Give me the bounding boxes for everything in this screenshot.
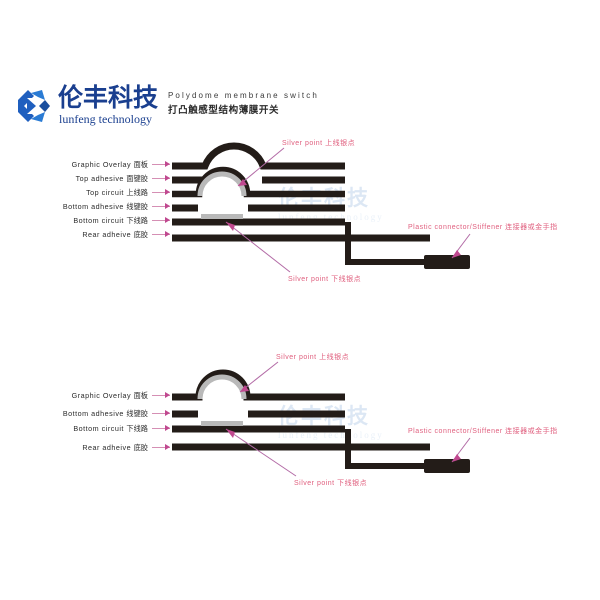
note-leader-silver-top <box>237 147 285 187</box>
label-graphic-overlay-1: Graphic Overlay 面板 <box>0 160 148 170</box>
label-graphic-overlay-2: Graphic Overlay 面板 <box>0 391 148 401</box>
plastic-connector-block <box>424 255 470 269</box>
logo-text-cn: 伦丰科技 <box>58 83 159 112</box>
layer-graphic-overlay-path-2 <box>172 369 345 401</box>
watermark-text-en: lunfeng technology <box>278 212 384 222</box>
label-bottom-adhesive-2: Bottom adhesive 线键胶 <box>0 409 148 419</box>
label-cn: 线键胶 <box>126 409 148 418</box>
header-title-en: Polydome membrane switch <box>168 91 319 100</box>
note-leader-silver-bottom <box>225 221 291 273</box>
label-en: Bottom circuit <box>73 424 124 433</box>
label-en: Rear adheive <box>82 230 132 239</box>
label-top-adhesive-1: Top adhesive 面键胶 <box>0 174 148 184</box>
label-rear-adhesive-1: Rear adheive 底胶 <box>0 230 148 240</box>
silver-point-bottom-pad <box>201 214 243 219</box>
label-top-circuit-1: Top circuit 上线路 <box>0 188 148 198</box>
logo-text-en: lunfeng technology <box>59 112 152 126</box>
leader-line-4 <box>152 206 170 207</box>
leader-line-2 <box>152 178 170 179</box>
note-arrow-silver-bottom-2 <box>226 429 235 438</box>
layer-bottom-circuit-tail-2 <box>345 429 430 469</box>
leader-arrow-2 <box>165 175 170 181</box>
label-bottom-circuit-1: Bottom circuit 下线路 <box>0 216 148 226</box>
note-arrow-connector-2 <box>452 454 461 462</box>
label-cn: 下线路 <box>126 216 148 225</box>
leader-arrow-5 <box>165 217 170 223</box>
note-silver-point-top-1: Silver point 上线银点 <box>282 140 356 147</box>
note-leader-silver-bottom-2 <box>225 428 297 477</box>
label-bottom-circuit-2: Bottom circuit 下线路 <box>0 424 148 434</box>
note-arrow-silver-top-2 <box>240 385 249 392</box>
label-en: Graphic Overlay <box>71 160 132 169</box>
company-logo: 伦丰科技 lunfeng technology <box>14 84 164 130</box>
leader-line-1 <box>152 164 170 165</box>
leader-line-6 <box>152 234 170 235</box>
leader-line-10 <box>152 447 170 448</box>
note-arrow-silver-top <box>238 179 247 186</box>
label-cn: 面板 <box>133 391 148 400</box>
leader-line-7 <box>152 395 170 396</box>
leader-arrow-7 <box>165 392 170 398</box>
watermark-text-en: lunfeng technology <box>278 430 384 440</box>
leader-arrow-3 <box>165 189 170 195</box>
leader-line-3 <box>152 192 170 193</box>
label-cn: 线键胶 <box>126 202 148 211</box>
silver-point-top-arc-2 <box>197 374 247 400</box>
label-cn: 面板 <box>133 160 148 169</box>
note-connector-1: Plastic connector/Stiffener 连接器或金手指 <box>408 224 558 231</box>
label-en: Top circuit <box>86 188 124 197</box>
label-cn: 下线路 <box>126 424 148 433</box>
label-en: Bottom adhesive <box>62 409 124 418</box>
leader-arrow-1 <box>165 161 170 167</box>
header-title-cn: 打凸触感型结构薄膜开关 <box>168 105 280 116</box>
silver-point-top-arc <box>197 171 247 197</box>
leader-line-8 <box>152 413 170 414</box>
label-rear-adhesive-2: Rear adheive 底胶 <box>0 443 148 453</box>
label-bottom-adhesive-1: Bottom adhesive 线键胶 <box>0 202 148 212</box>
layer-graphic-overlay-path <box>172 142 345 170</box>
label-cn: 面键胶 <box>126 174 148 183</box>
label-en: Rear adheive <box>82 443 132 452</box>
note-silver-point-bottom-2: Silver point 下线银点 <box>294 480 368 487</box>
leader-arrow-6 <box>165 231 170 237</box>
lunfeng-logo-icon <box>18 90 50 122</box>
note-silver-point-top-2: Silver point 上线银点 <box>276 354 350 361</box>
leader-arrow-8 <box>165 410 170 416</box>
leader-arrow-4 <box>165 203 170 209</box>
note-silver-point-bottom-1: Silver point 下线银点 <box>288 276 362 283</box>
label-cn: 底胶 <box>133 443 148 452</box>
label-en: Bottom circuit <box>73 216 124 225</box>
label-en: Bottom adhesive <box>62 202 124 211</box>
label-cn: 底胶 <box>133 230 148 239</box>
leader-arrow-9 <box>165 425 170 431</box>
label-en: Graphic Overlay <box>71 391 132 400</box>
label-en: Top adhesive <box>75 174 124 183</box>
note-arrow-silver-bottom <box>226 222 235 231</box>
silver-point-bottom-pad-2 <box>201 421 243 426</box>
label-cn: 上线路 <box>126 188 148 197</box>
note-connector-2: Plastic connector/Stiffener 连接器或金手指 <box>408 428 558 435</box>
leader-line-9 <box>152 428 170 429</box>
leader-line-5 <box>152 220 170 221</box>
plastic-connector-block-2 <box>424 459 470 473</box>
leader-arrow-10 <box>165 444 170 450</box>
note-arrow-connector <box>452 250 461 258</box>
